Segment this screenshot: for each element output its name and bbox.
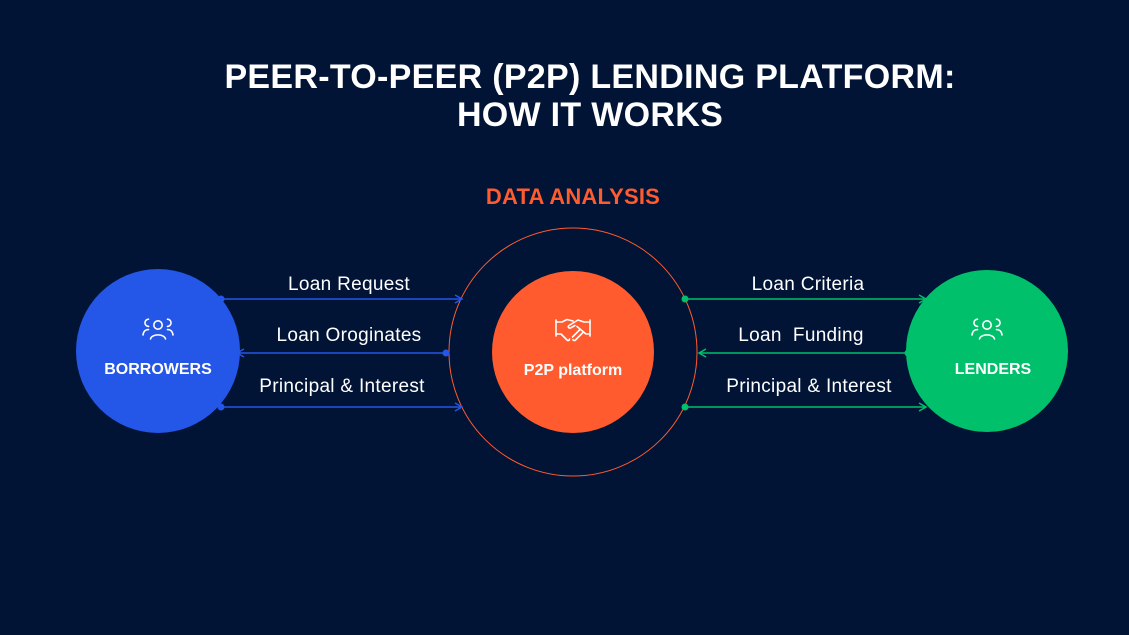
lenders-node [906, 270, 1068, 432]
principal-interest-left-dot [217, 403, 225, 411]
platform-node [492, 271, 654, 433]
flow-label-loan-request: Loan Request [288, 274, 410, 295]
flow-label-loan-funding: Loan Funding [738, 325, 864, 346]
loan-funding-dot [904, 349, 912, 357]
users-icon [971, 318, 1003, 340]
loan-criteria-dot [681, 295, 689, 303]
data-analysis-label: DATA ANALYSIS [485, 184, 661, 209]
flow-label-principal-interest-right: Principal & Interest [726, 376, 892, 397]
users-icon [142, 318, 174, 340]
handshake-icon [555, 318, 591, 342]
flow-label-principal-interest-left: Principal & Interest [259, 376, 425, 397]
borrowers-node [76, 269, 240, 433]
flow-label-loan-criteria: Loan Criteria [751, 274, 865, 295]
title-line-2: HOW IT WORKS [456, 96, 724, 134]
platform-label: P2P platform [523, 362, 623, 379]
page-title: PEER-TO-PEER (P2P) LENDING PLATFORM: HOW… [0, 58, 1129, 134]
loan-request-dot [217, 295, 225, 303]
title-line-1: PEER-TO-PEER (P2P) LENDING PLATFORM: [224, 58, 956, 96]
lenders-label: LENDERS [954, 361, 1032, 378]
loan-originates-dot [442, 349, 450, 357]
principal-interest-right-dot [681, 403, 689, 411]
borrowers-label: BORROWERS [104, 361, 212, 378]
flow-label-loan-originates: Loan Oroginates [276, 325, 422, 346]
